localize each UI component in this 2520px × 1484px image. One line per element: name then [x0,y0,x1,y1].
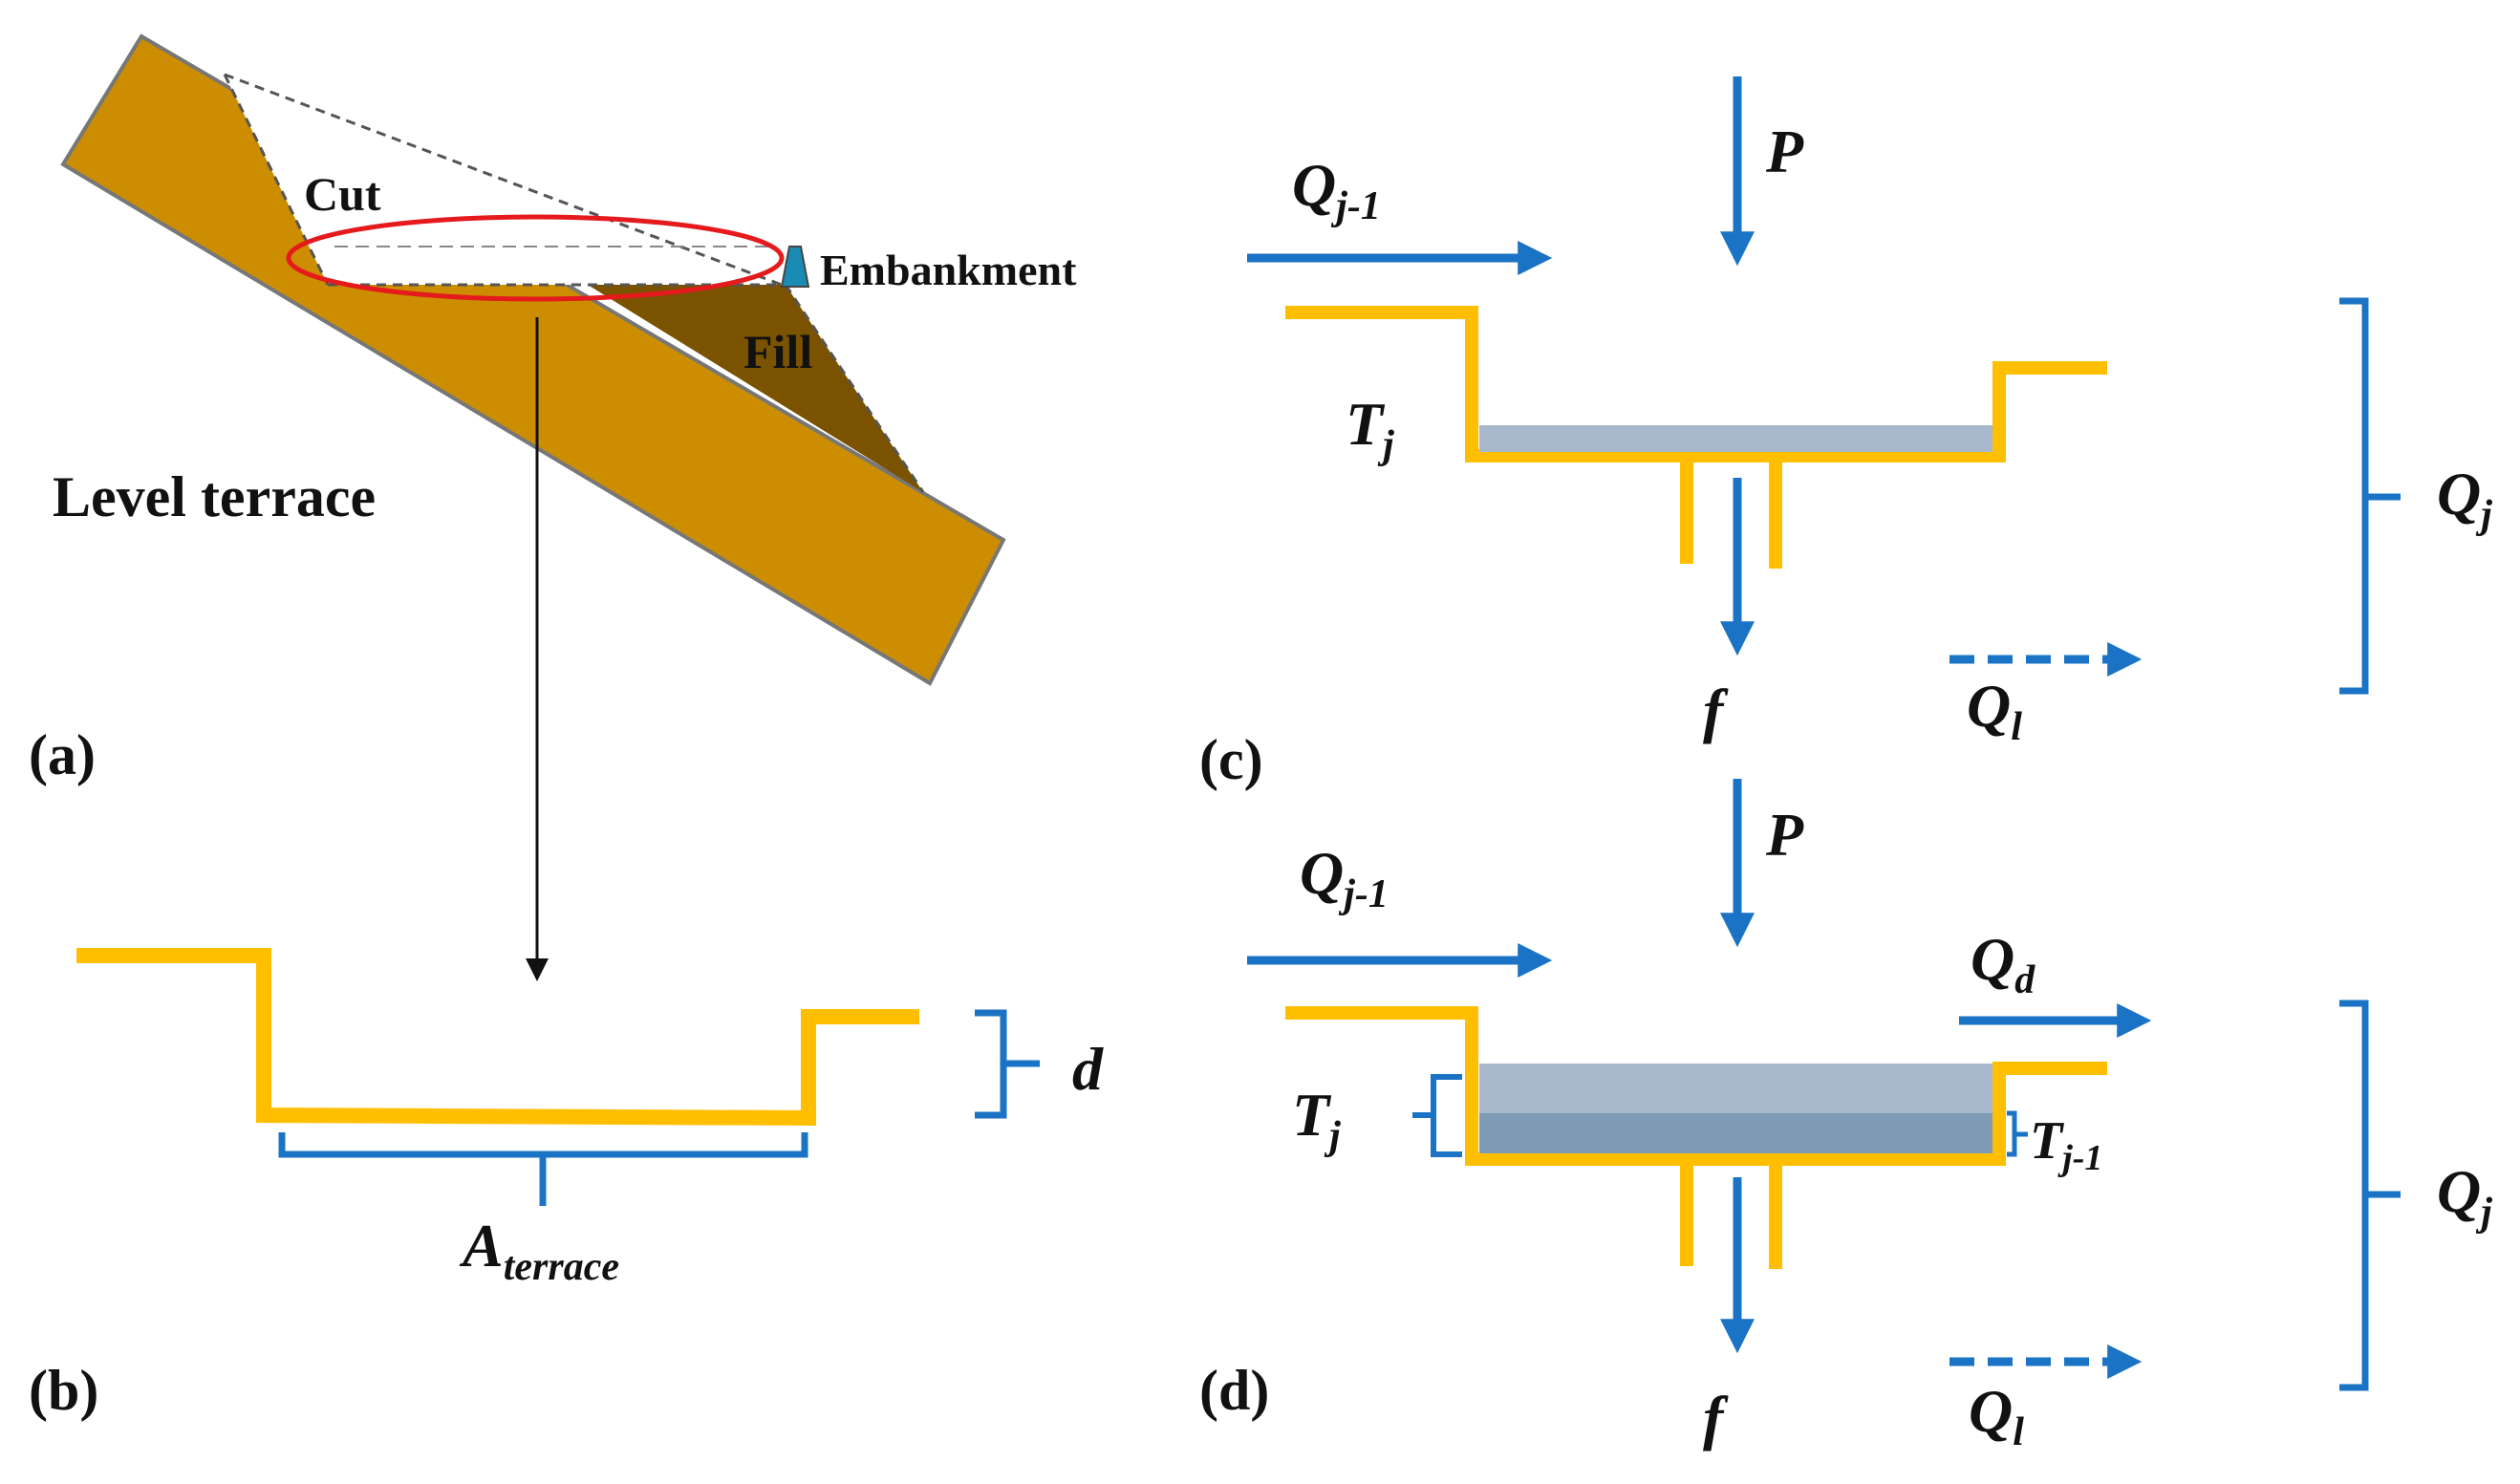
terrace-profile-d [1285,1006,2107,1166]
storage-label-c: Tj [1346,390,1394,467]
cut-label: Cut [304,167,381,221]
terrace-highlight-ellipse [286,214,785,302]
terrace-profile [76,948,919,1127]
drainage-label-d: Qd [1971,925,2035,1002]
panel-d: P Qj-1 Qd Tj Tj-1 f Q [1199,779,2492,1454]
prev-storage-label-d: Tj-1 [2030,1111,2102,1178]
total-label-c: Qj [2437,460,2492,537]
inflow-label: Qj-1 [1292,151,1381,228]
leakage-label-c: Ql [1967,672,2022,749]
area-bracket [278,1132,808,1206]
infiltration-label-c: f [1703,677,1729,744]
panel-b: d Aterrace (b) [29,948,1104,1422]
storage-bracket-left-d [1412,1074,1462,1157]
inflow-label-d: Qj-1 [1300,839,1389,916]
water-storage-previous-d [1479,1113,1992,1153]
area-label: Aterrace [459,1212,619,1289]
fill-region [588,285,923,492]
depth-label: d [1072,1035,1104,1103]
embankment-shape [780,246,810,288]
water-storage-current-d [1479,1064,1992,1113]
storage-label-d: Tj [1292,1081,1341,1158]
leakage-label-d: Ql [1969,1377,2024,1454]
fill-label: Fill [743,325,812,378]
panel-c-label: (c) [1199,728,1263,791]
embankment-label: Embankment [820,246,1077,294]
terrace-profile-c [1285,306,2107,462]
panel-a-label: (a) [29,723,96,786]
panel-d-label: (d) [1199,1359,1269,1422]
total-label-d: Qj [2437,1157,2492,1235]
storage-bracket-right-d [2007,1110,2028,1157]
hillslope [60,33,1006,686]
panel-a: Cut Embankment Fill Level terrace (a) [29,33,1077,981]
level-terrace-title: Level terrace [53,465,376,528]
panel-c: Qj-1 P Tj f Ql Qj (c) [1199,76,2492,791]
total-bracket-c [2339,297,2401,695]
precipitation-label: P [1765,118,1804,185]
depth-bracket [975,1009,1040,1119]
infiltration-label-d: f [1703,1384,1729,1452]
total-bracket-d [2339,1000,2401,1391]
water-storage-c [1479,425,1992,452]
panel-b-label: (b) [29,1359,98,1422]
precipitation-label-d: P [1765,801,1804,869]
